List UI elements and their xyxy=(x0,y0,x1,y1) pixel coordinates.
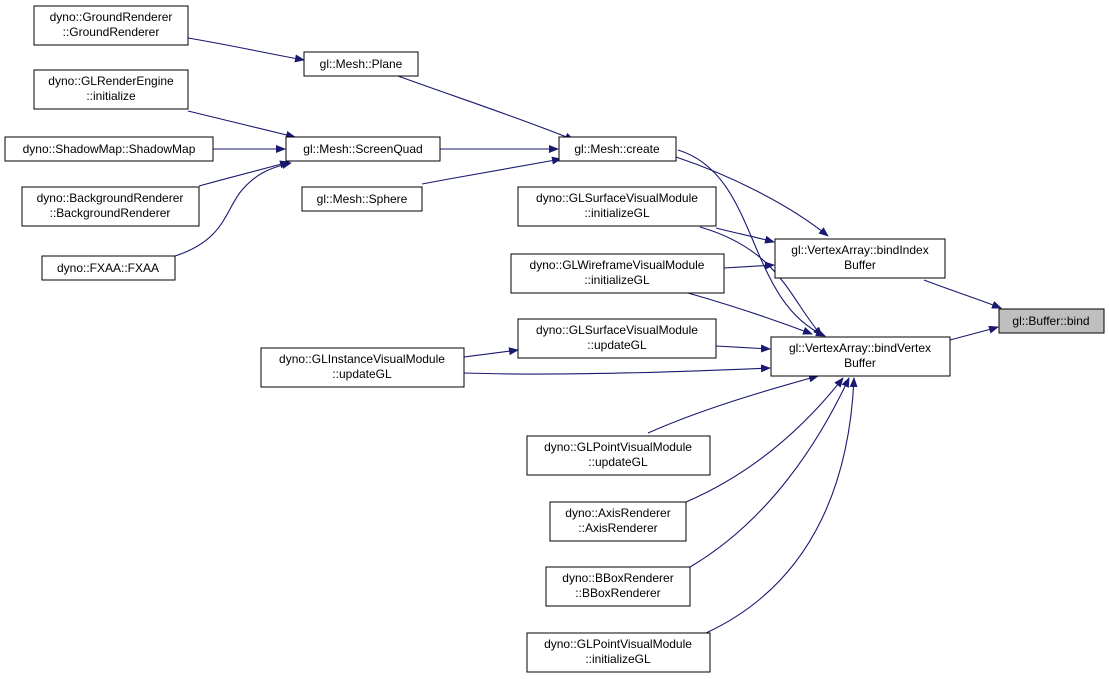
node-mesh-sphere[interactable]: gl::Mesh::Sphere xyxy=(301,186,423,212)
edge-point-update-to-bindvertex xyxy=(647,374,819,434)
edge-sphere-to-create xyxy=(421,156,562,185)
node-mesh-screenquad[interactable]: gl::Mesh::ScreenQuad xyxy=(285,136,441,162)
edge-background-to-screenquad xyxy=(198,160,290,187)
node-mesh-create[interactable]: gl::Mesh::create xyxy=(558,136,677,162)
svg-text:dyno::GLWireframeVisualModule: dyno::GLWireframeVisualModule xyxy=(530,258,705,272)
svg-text:gl::Mesh::Plane: gl::Mesh::Plane xyxy=(320,57,403,71)
edge-wireframe-init-to-bindvertex xyxy=(687,292,813,335)
svg-text:gl::Mesh::create: gl::Mesh::create xyxy=(574,142,660,156)
svg-text:::initializeGL: ::initializeGL xyxy=(585,652,651,666)
svg-text:dyno::BBoxRenderer: dyno::BBoxRenderer xyxy=(562,571,673,585)
node-buffer-bind[interactable]: gl::Buffer::bind xyxy=(998,308,1105,334)
node-surface-visual-initialize[interactable]: dyno::GLSurfaceVisualModule ::initialize… xyxy=(517,186,717,227)
svg-text:dyno::GLRenderEngine: dyno::GLRenderEngine xyxy=(48,74,174,88)
edge-ground-to-plane xyxy=(187,37,305,63)
svg-text:gl::VertexArray::bindIndex: gl::VertexArray::bindIndex xyxy=(791,243,928,257)
svg-text:Buffer: Buffer xyxy=(844,258,876,272)
edge-surface-init-to-bindindex xyxy=(715,227,775,244)
svg-text:dyno::GLInstanceVisualModule: dyno::GLInstanceVisualModule xyxy=(279,352,445,366)
node-point-visual-update[interactable]: dyno::GLPointVisualModule ::updateGL xyxy=(526,435,711,476)
svg-text:::BackgroundRenderer: ::BackgroundRenderer xyxy=(50,206,171,220)
node-instance-visual-update[interactable]: dyno::GLInstanceVisualModule ::updateGL xyxy=(260,347,465,388)
svg-text:::BBoxRenderer: ::BBoxRenderer xyxy=(575,586,660,600)
svg-text:::updateGL: ::updateGL xyxy=(587,338,647,352)
svg-text:::updateGL: ::updateGL xyxy=(588,455,648,469)
edge-create-to-bindvertex xyxy=(677,149,826,337)
svg-text:dyno::GLSurfaceVisualModule: dyno::GLSurfaceVisualModule xyxy=(536,191,698,205)
node-gl-render-engine-initialize[interactable]: dyno::GLRenderEngine ::initialize xyxy=(33,69,189,110)
node-fxaa[interactable]: dyno::FXAA::FXAA xyxy=(41,255,176,281)
svg-text:dyno::BackgroundRenderer: dyno::BackgroundRenderer xyxy=(37,191,184,205)
edge-instance-to-bindvertex xyxy=(463,364,771,375)
edge-bindindex-to-bufferbind xyxy=(923,279,1002,309)
nodes: dyno::GroundRenderer ::GroundRenderer gl… xyxy=(4,5,1105,673)
edge-create-to-bindindex xyxy=(675,156,829,237)
edge-bindvertex-to-bufferbind xyxy=(949,325,999,341)
svg-text:::initializeGL: ::initializeGL xyxy=(584,273,650,287)
svg-text:gl::Mesh::Sphere: gl::Mesh::Sphere xyxy=(317,192,408,206)
edge-bbox-to-bindvertex xyxy=(689,377,850,568)
svg-text:dyno::AxisRenderer: dyno::AxisRenderer xyxy=(565,506,670,520)
svg-text:::AxisRenderer: ::AxisRenderer xyxy=(578,521,657,535)
edge-wireframe-init-to-bindindex xyxy=(723,261,775,270)
svg-text:dyno::GLPointVisualModule: dyno::GLPointVisualModule xyxy=(544,637,692,651)
node-wireframe-visual-initialize[interactable]: dyno::GLWireframeVisualModule ::initiali… xyxy=(510,253,725,294)
edge-surface-update-to-bindvertex xyxy=(715,344,771,353)
svg-text:gl::Mesh::ScreenQuad: gl::Mesh::ScreenQuad xyxy=(303,142,422,156)
node-point-visual-initialize[interactable]: dyno::GLPointVisualModule ::initializeGL xyxy=(526,632,711,673)
node-vertexarray-bind-index-buffer[interactable]: gl::VertexArray::bindIndex Buffer xyxy=(774,238,946,279)
svg-text:dyno::ShadowMap::ShadowMap: dyno::ShadowMap::ShadowMap xyxy=(23,142,196,156)
svg-text:dyno::GLSurfaceVisualModule: dyno::GLSurfaceVisualModule xyxy=(536,323,698,337)
edge-fxaa-to-screenquad xyxy=(174,161,292,257)
svg-text:Buffer: Buffer xyxy=(844,356,876,370)
node-mesh-plane[interactable]: gl::Mesh::Plane xyxy=(303,51,419,77)
node-axis-renderer[interactable]: dyno::AxisRenderer ::AxisRenderer xyxy=(549,501,687,542)
svg-text:dyno::FXAA::FXAA: dyno::FXAA::FXAA xyxy=(57,261,159,275)
edge-instance-to-surface-update xyxy=(463,347,519,358)
node-shadow-map[interactable]: dyno::ShadowMap::ShadowMap xyxy=(4,136,214,162)
svg-text:::updateGL: ::updateGL xyxy=(332,367,392,381)
node-background-renderer[interactable]: dyno::BackgroundRenderer ::BackgroundRen… xyxy=(21,186,200,227)
svg-text:gl::Buffer::bind: gl::Buffer::bind xyxy=(1012,314,1089,328)
node-vertexarray-bind-vertex-buffer[interactable]: gl::VertexArray::bindVertex Buffer xyxy=(770,336,951,377)
node-bbox-renderer[interactable]: dyno::BBoxRenderer ::BBoxRenderer xyxy=(545,566,691,607)
svg-text:gl::VertexArray::bindVertex: gl::VertexArray::bindVertex xyxy=(789,341,931,355)
node-ground-renderer[interactable]: dyno::GroundRenderer ::GroundRenderer xyxy=(33,5,189,46)
svg-text:::initializeGL: ::initializeGL xyxy=(584,206,650,220)
svg-text:dyno::GroundRenderer: dyno::GroundRenderer xyxy=(50,10,173,24)
edge-point-init-to-bindvertex xyxy=(705,377,858,634)
svg-text:dyno::GLPointVisualModule: dyno::GLPointVisualModule xyxy=(544,440,692,454)
edges xyxy=(174,37,1002,634)
node-surface-visual-update[interactable]: dyno::GLSurfaceVisualModule ::updateGL xyxy=(517,318,717,359)
edge-glre-to-screenquad xyxy=(187,110,296,139)
edge-plane-to-create xyxy=(397,75,575,141)
edge-axis-to-bindvertex xyxy=(685,377,844,503)
svg-text:::initialize: ::initialize xyxy=(86,89,136,103)
svg-text:::GroundRenderer: ::GroundRenderer xyxy=(63,25,160,39)
